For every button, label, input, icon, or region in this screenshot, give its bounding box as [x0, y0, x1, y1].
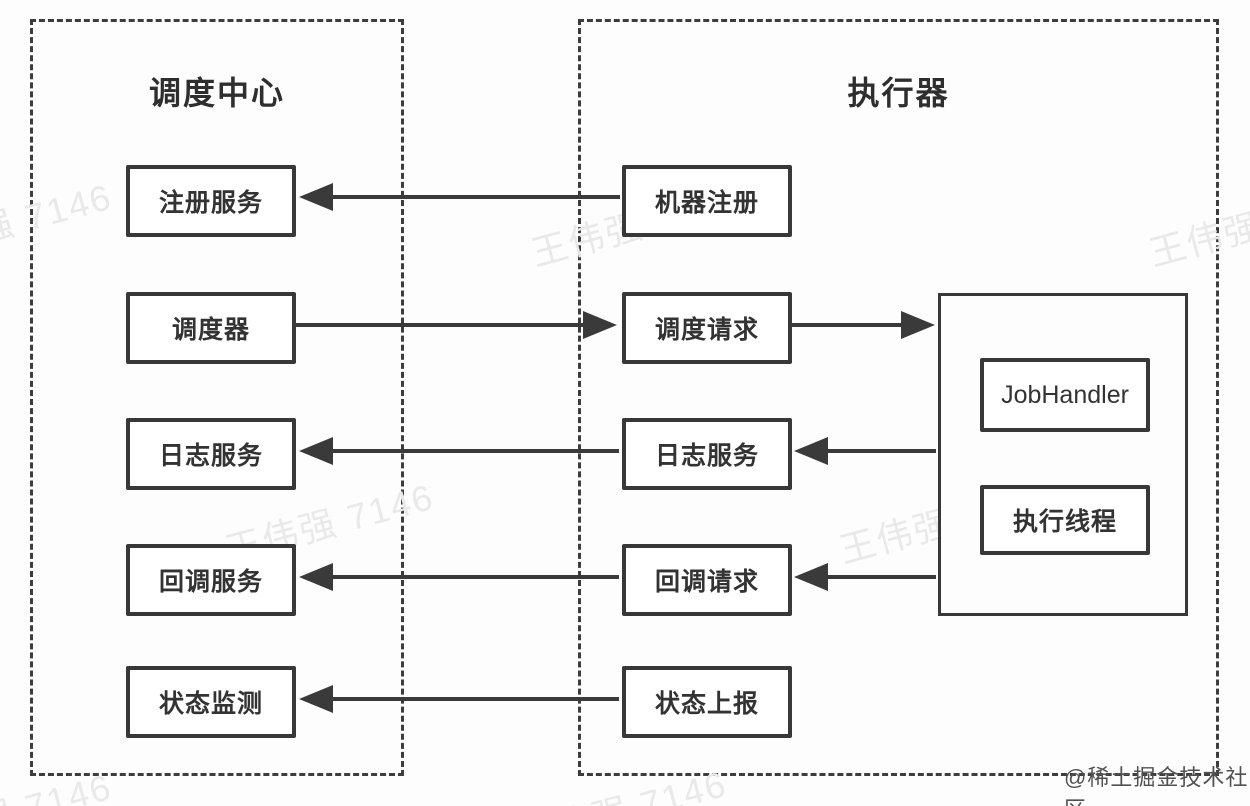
arrow-schedule-request-to-runtime [790, 311, 935, 339]
executor-panel: 执行器 机器注册 调度请求 日志服务 回调请求 状态上报 JobHandler … [578, 19, 1219, 776]
executor-title: 执行器 [847, 75, 950, 111]
arrow-scheduler-to-schedule-request [293, 311, 617, 339]
node-execution-thread: 执行线程 [980, 485, 1150, 555]
arrow-callback-request-to-callback-service [299, 563, 619, 591]
node-status-report: 状态上报 [622, 666, 792, 738]
arrow-log-service-executor-to-log-service-center [299, 437, 619, 465]
arrow-runtime-to-log-service-executor [794, 437, 936, 465]
node-jobhandler: JobHandler [980, 358, 1150, 432]
scheduler-center-title: 调度中心 [148, 75, 285, 111]
arrow-status-report-to-status-monitor [299, 685, 619, 713]
node-status-monitor: 状态监测 [126, 666, 296, 738]
community-credit: @稀土掘金技术社区 [1064, 765, 1249, 806]
node-machine-register: 机器注册 [622, 165, 792, 237]
node-callback-service: 回调服务 [126, 544, 296, 616]
node-callback-request: 回调请求 [622, 544, 792, 616]
node-log-service-center: 日志服务 [126, 418, 296, 490]
arrow-machine-register-to-register-service [299, 183, 620, 211]
node-log-service-executor: 日志服务 [622, 418, 792, 490]
arrow-runtime-to-callback-request [794, 563, 936, 591]
scheduler-center-panel: 调度中心 注册服务 调度器 日志服务 回调服务 状态监测 [30, 19, 404, 776]
node-schedule-request: 调度请求 [622, 292, 792, 364]
executor-runtime-container: JobHandler 执行线程 [938, 293, 1188, 616]
node-register-service: 注册服务 [126, 165, 296, 237]
node-scheduler: 调度器 [126, 292, 296, 364]
